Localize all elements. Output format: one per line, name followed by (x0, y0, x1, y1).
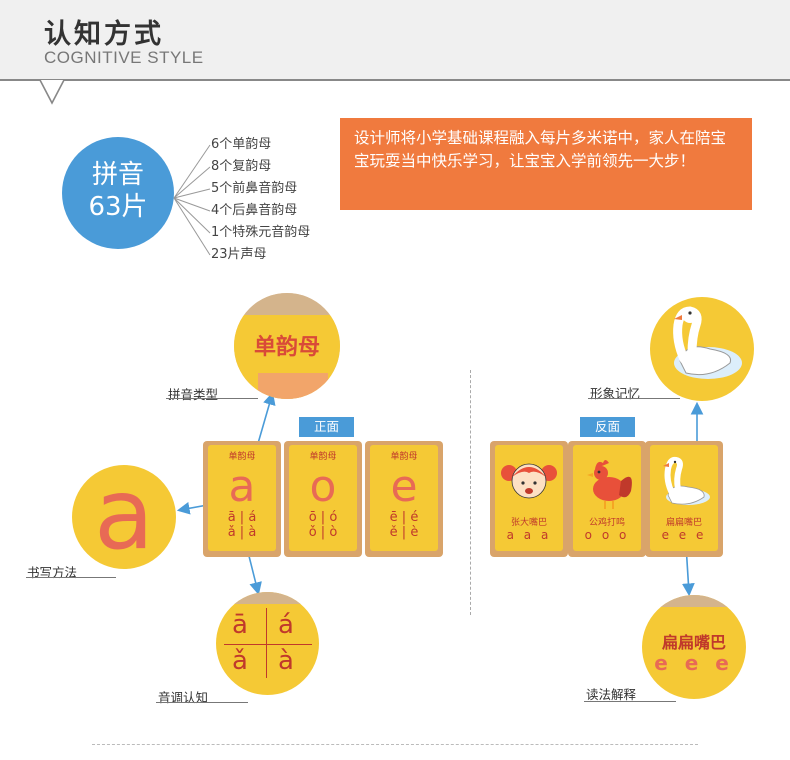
zoom-type-text: 单韵母 (253, 335, 320, 360)
label-reading-explanation: 读法解释 (586, 687, 637, 702)
front-card-o: 单韵母 o ō | ó ǒ | ò (284, 441, 362, 557)
label-tone-recognition: 音调认知 (158, 690, 209, 705)
card-letter: o (309, 461, 337, 512)
label-underline (584, 701, 676, 702)
category-item: 1个特殊元音韵母 (211, 225, 311, 240)
header-pointer-icon (39, 79, 65, 105)
rooster-icon (587, 460, 632, 509)
card-tone: ǎ (227, 525, 236, 540)
zoom-tone-recognition: ā á ǎ à (216, 592, 319, 695)
back-card-swan: 扁扁嘴巴 e e e (645, 441, 723, 557)
back-card-girl: 张大嘴巴 a a a (490, 441, 568, 557)
card-type-label: 单韵母 (390, 452, 418, 462)
card-reading: e e e (661, 528, 707, 542)
girl-icon (501, 463, 557, 499)
card-tone: ě (389, 525, 398, 540)
swan-icon (663, 456, 710, 505)
category-item: 6个单韵母 (211, 137, 272, 152)
back-side-tag: 反面 (580, 417, 635, 437)
card-tone: é (410, 510, 419, 525)
zoom-pinyin-type: 单韵母 (234, 293, 340, 399)
category-item: 8个复韵母 (211, 159, 272, 174)
section-header: 认知方式 COGNITIVE STYLE (0, 0, 790, 80)
card-letter: e (390, 461, 418, 512)
zoom-writing-letter: a (93, 465, 155, 569)
label-underline (588, 398, 680, 399)
category-connector-lines (173, 144, 211, 256)
pinyin-badge-line2: 63片 (88, 192, 148, 222)
swan-icon (673, 306, 742, 379)
card-letter: a (228, 461, 256, 512)
label-underline (26, 577, 116, 578)
card-tone: ó (329, 510, 338, 525)
card-tone: è (410, 525, 419, 540)
label-underline (166, 398, 258, 399)
category-list: 6个单韵母 8个复韵母 5个前鼻音韵母 4个后鼻音韵母 1个特殊元音韵母 23片… (211, 134, 310, 266)
zoom-tone-3: ǎ (232, 646, 248, 676)
card-action-name: 公鸡打鸣 (588, 518, 625, 528)
section-title: 认知方式 (44, 19, 164, 50)
bottom-divider (92, 744, 698, 745)
card-type-label: 单韵母 (228, 452, 256, 462)
zoom-tone-2: á (278, 610, 294, 640)
zoom-reading-name: 扁扁嘴巴 (661, 633, 726, 652)
back-card-rooster: 公鸡打鸣 o o o (568, 441, 646, 557)
front-card-a: 单韵母 a ā | á ǎ | à (203, 441, 281, 557)
front-back-divider (470, 370, 471, 615)
card-tone: ā (227, 510, 236, 525)
front-side-tag: 正面 (299, 417, 354, 437)
card-reading: o o o (584, 528, 630, 542)
header-divider (0, 79, 790, 81)
label-image-memory: 形象记忆 (590, 386, 641, 401)
zoom-reading-letters: e e e (654, 651, 734, 675)
zoom-tone-1: ā (232, 610, 248, 640)
card-tone: ò (329, 525, 338, 540)
label-underline (156, 702, 248, 703)
card-action-name: 张大嘴巴 (510, 518, 547, 528)
zoom-writing-method: a (72, 465, 176, 569)
card-tone: ō (308, 510, 317, 525)
label-pinyin-type: 拼音类型 (168, 387, 219, 402)
pinyin-count-badge: 拼音 63片 (62, 137, 174, 249)
zoom-image-memory (650, 297, 754, 401)
front-card-e: 单韵母 e ē | é ě | è (365, 441, 443, 557)
category-item: 4个后鼻音韵母 (211, 203, 298, 218)
card-tone: ǒ (308, 525, 317, 540)
category-item: 23片声母 (211, 247, 267, 262)
intro-text-box: 设计师将小学基础课程融入每片多米诺中，家人在陪宝宝玩耍当中快乐学习，让宝宝入学前… (340, 118, 752, 210)
card-type-label: 单韵母 (309, 452, 337, 462)
label-writing-method: 书写方法 (27, 565, 78, 580)
section-subtitle: COGNITIVE STYLE (44, 48, 204, 67)
category-item: 5个前鼻音韵母 (211, 181, 298, 196)
zoom-tone-4: à (278, 646, 294, 676)
zoom-reading-explanation: 扁扁嘴巴 e e e (642, 595, 746, 699)
pinyin-badge-line1: 拼音 (91, 160, 144, 190)
card-tone: à (248, 525, 257, 540)
card-tone: ē (389, 510, 398, 525)
card-reading: a a a (506, 528, 552, 542)
card-action-name: 扁扁嘴巴 (665, 518, 702, 528)
card-tone: á (248, 510, 257, 525)
